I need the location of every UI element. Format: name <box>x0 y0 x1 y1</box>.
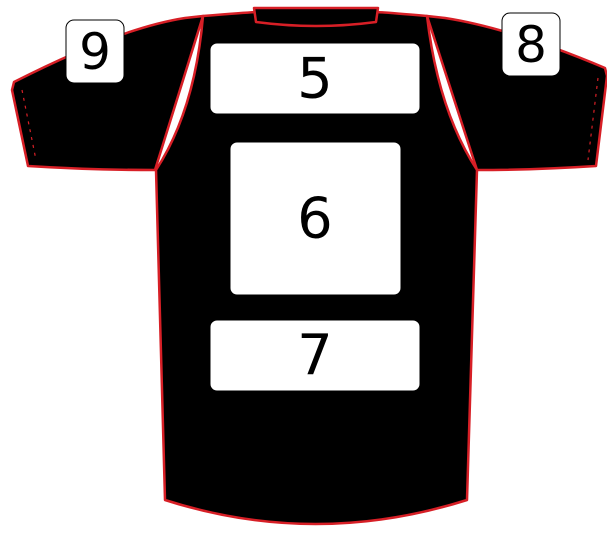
zone-left-sleeve-label: 9 <box>79 23 111 81</box>
zone-right-sleeve-label: 8 <box>515 16 547 74</box>
zone-center-back: 6 <box>230 142 401 295</box>
zone-lower-back-label: 7 <box>297 324 333 389</box>
zone-left-sleeve: 9 <box>66 20 124 83</box>
collar <box>254 8 378 26</box>
zone-center-back-label: 6 <box>297 187 333 252</box>
zone-right-sleeve: 8 <box>502 13 560 76</box>
zone-upper-back: 5 <box>210 43 420 114</box>
zone-lower-back: 7 <box>210 320 420 391</box>
zone-upper-back-label: 5 <box>297 47 333 112</box>
